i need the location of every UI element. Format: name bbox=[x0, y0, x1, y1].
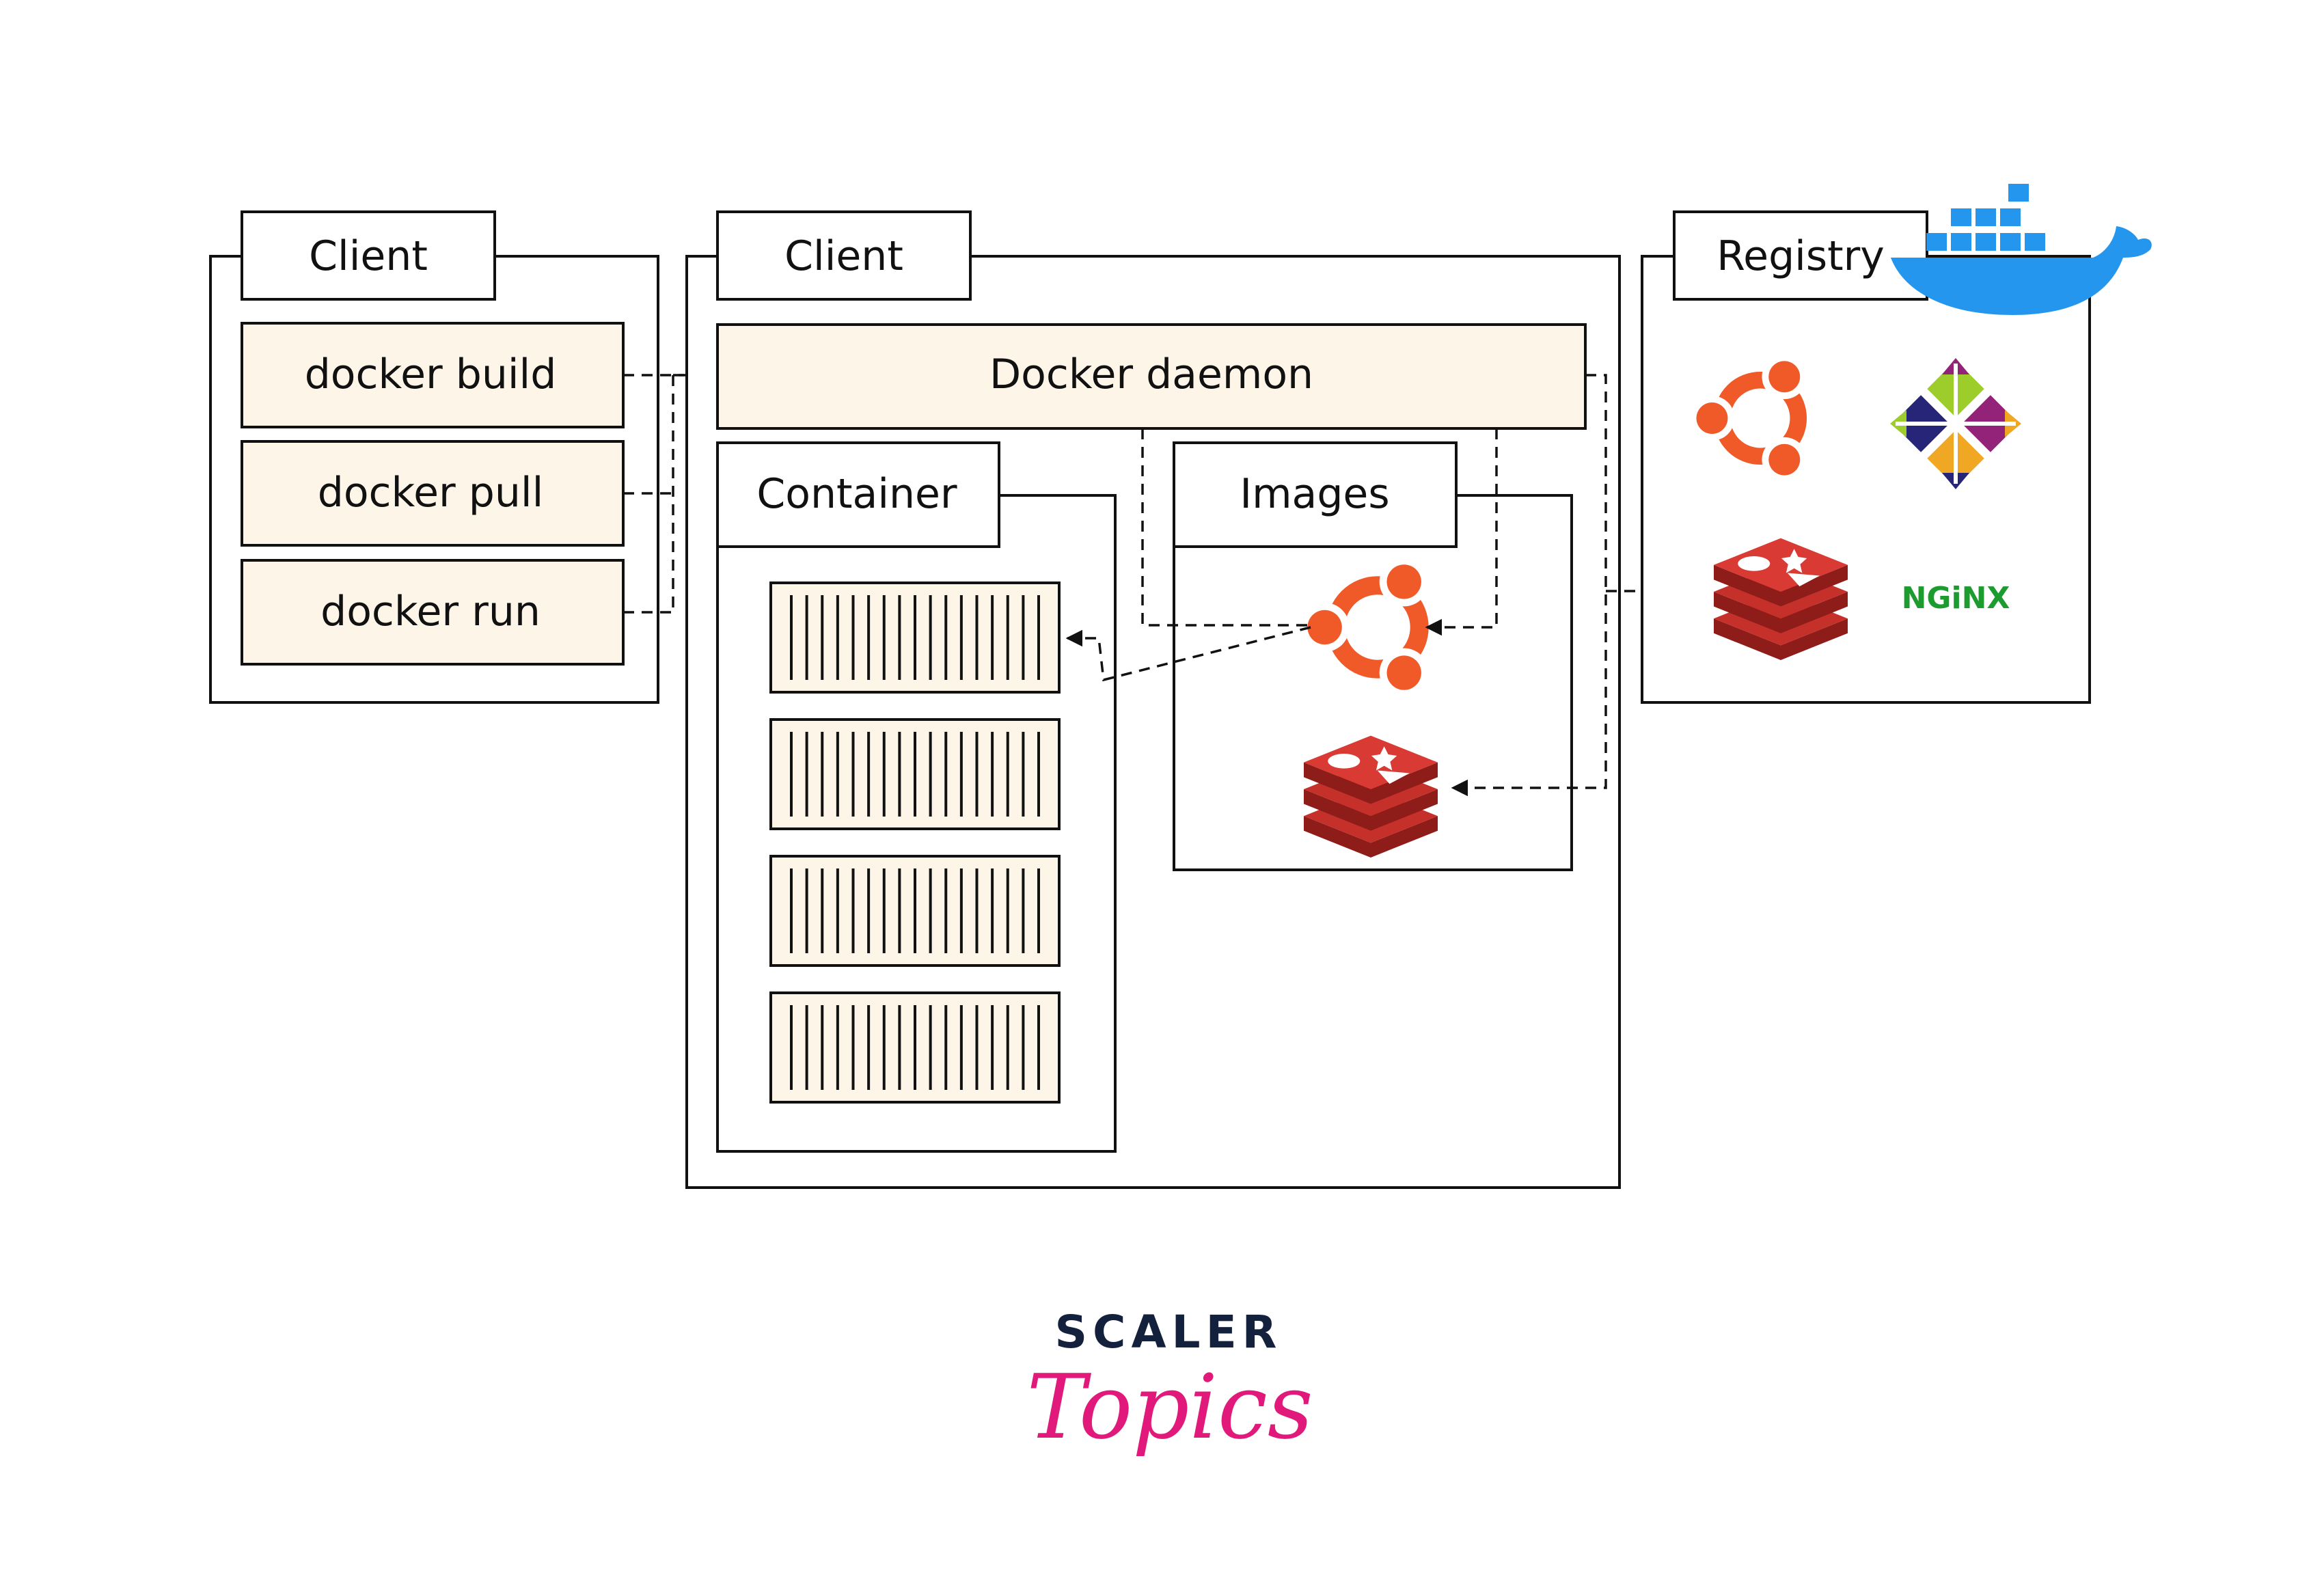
registry-panel-frame bbox=[1641, 255, 2091, 704]
registry-pull-redis-arrow bbox=[1451, 374, 1607, 797]
daemon-pull-ubuntu-arrow bbox=[1425, 428, 1498, 636]
docker-pull-label: docker pull bbox=[318, 469, 544, 517]
host-panel: Client Docker daemon Container Images bbox=[685, 210, 1621, 1189]
scaler-topics-logo: SCALER Topics bbox=[1026, 1306, 1313, 1459]
registry-panel-title: Registry bbox=[1717, 232, 1885, 280]
docker-build-command[interactable]: docker build bbox=[241, 322, 625, 428]
registry-panel: Registry bbox=[1641, 184, 2152, 704]
running-container-2[interactable] bbox=[769, 718, 1061, 830]
images-tab bbox=[1173, 441, 1458, 548]
container-tab bbox=[716, 441, 1000, 548]
daemon-to-ubuntu-line bbox=[1141, 428, 1311, 627]
left-panel-title: Client bbox=[309, 232, 428, 280]
nginx-registry-logo[interactable]: NGiNX bbox=[1902, 581, 2010, 616]
host-panel-tab bbox=[716, 210, 972, 301]
registry-panel-tab bbox=[1673, 210, 1928, 301]
docker-daemon-label: Docker daemon bbox=[989, 351, 1313, 398]
docker-build-label: docker build bbox=[305, 351, 557, 398]
container-title: Container bbox=[756, 470, 957, 518]
left-client-panel: Client docker build docker pull docker r… bbox=[209, 210, 659, 704]
running-container-1[interactable] bbox=[769, 581, 1061, 694]
container-group: Container bbox=[716, 441, 1117, 1153]
container-stack bbox=[769, 581, 1061, 1104]
centos-registry-icon[interactable] bbox=[1887, 355, 2024, 492]
docker-pull-command[interactable]: docker pull bbox=[241, 440, 625, 547]
running-container-3[interactable] bbox=[769, 855, 1061, 967]
running-container-4[interactable] bbox=[769, 991, 1061, 1104]
left-panel-tab bbox=[241, 210, 496, 301]
images-group: Images bbox=[1173, 441, 1573, 871]
brand-line-2: Topics bbox=[1026, 1355, 1313, 1459]
docker-whale-icon bbox=[1891, 184, 2152, 315]
daemon-flows bbox=[1065, 374, 1607, 797]
docker-run-label: docker run bbox=[320, 588, 541, 635]
docker-daemon-bar[interactable]: Docker daemon bbox=[716, 323, 1587, 430]
docker-run-command[interactable]: docker run bbox=[241, 559, 625, 666]
images-title: Images bbox=[1240, 470, 1389, 518]
brand-line-1: SCALER bbox=[1054, 1306, 1282, 1358]
host-panel-title: Client bbox=[784, 232, 903, 280]
